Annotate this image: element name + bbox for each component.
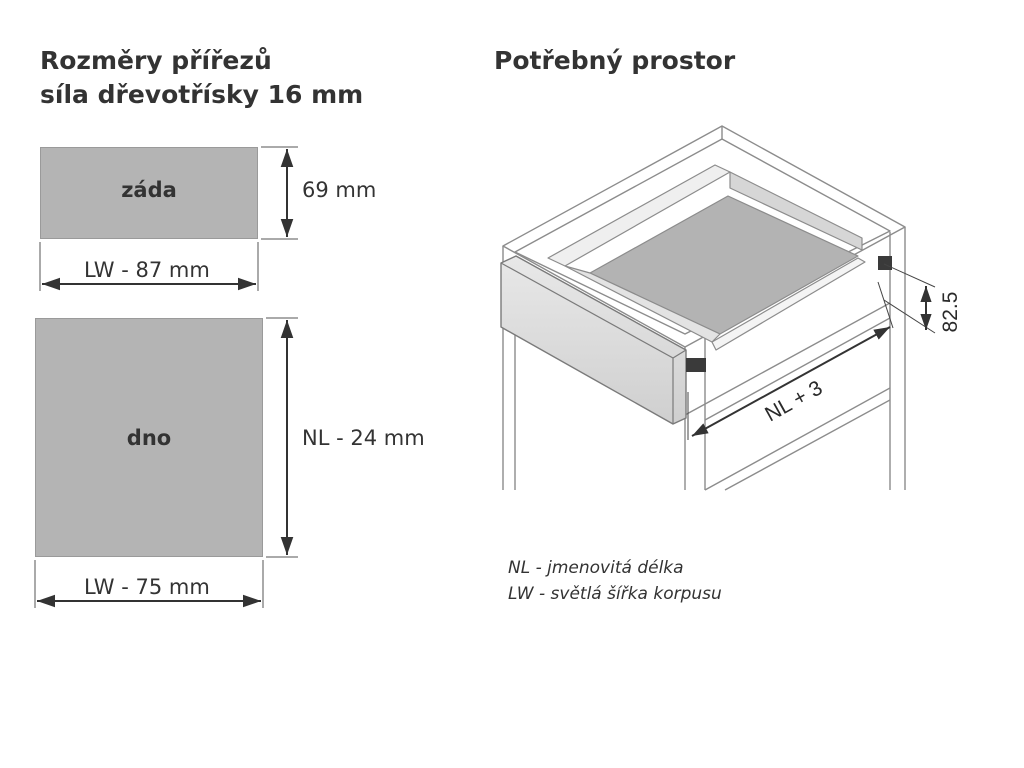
back-height-label: 69 mm xyxy=(302,178,377,202)
board-thickness-subtitle: síla dřevotřísky 16 mm xyxy=(40,80,364,109)
drawer-front-panel xyxy=(500,255,687,425)
bottom-width-label: LW - 75 mm xyxy=(84,575,210,599)
back-panel: záda xyxy=(40,147,258,239)
cab-depth-ext-back xyxy=(877,281,894,329)
bottom-panel-label: dno xyxy=(126,426,172,450)
cab-depth-arrow xyxy=(691,326,891,437)
required-space-title: Potřebný prostor xyxy=(494,46,736,75)
back-width-label: LW - 87 mm xyxy=(84,258,210,282)
back-panel-label: záda xyxy=(121,178,177,202)
drawer-front-edge xyxy=(500,262,687,424)
legend-nl: NL - jmenovitá délka xyxy=(508,558,684,578)
drawer-right-wall xyxy=(729,171,863,251)
left-runner-end xyxy=(686,358,706,372)
bottom-panel: dno xyxy=(35,318,263,557)
legend-lw: LW - světlá šířka korpusu xyxy=(508,584,722,604)
cabinet-right-side xyxy=(721,126,906,490)
cab-height-ext-bottom xyxy=(883,299,936,334)
cab-height-ext-top xyxy=(883,263,936,288)
cab-height-label: 82.5 xyxy=(939,292,962,333)
bottom-height-label: NL - 24 mm xyxy=(302,426,425,450)
right-runner-end xyxy=(878,256,892,270)
cut-sizes-title: Rozměry přířezů xyxy=(40,46,272,75)
